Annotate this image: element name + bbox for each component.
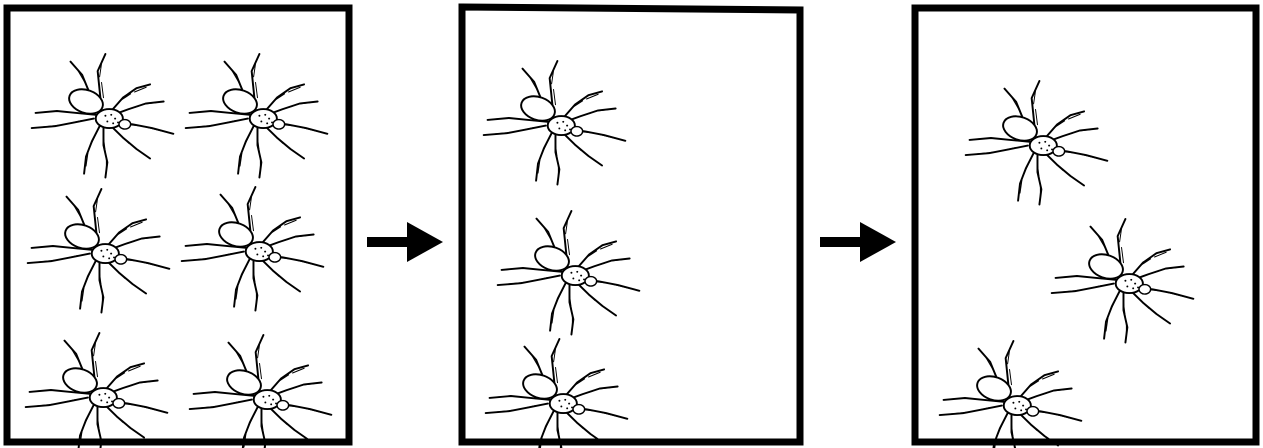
panel-2 xyxy=(458,3,804,448)
right-arrow-icon xyxy=(367,222,443,262)
right-arrow-icon xyxy=(820,222,896,262)
panel-3-frame xyxy=(911,4,1260,446)
panel-1-frame xyxy=(3,4,353,446)
panel-2-frame xyxy=(458,3,804,446)
panel-1 xyxy=(3,4,353,448)
panel-3 xyxy=(911,4,1260,448)
